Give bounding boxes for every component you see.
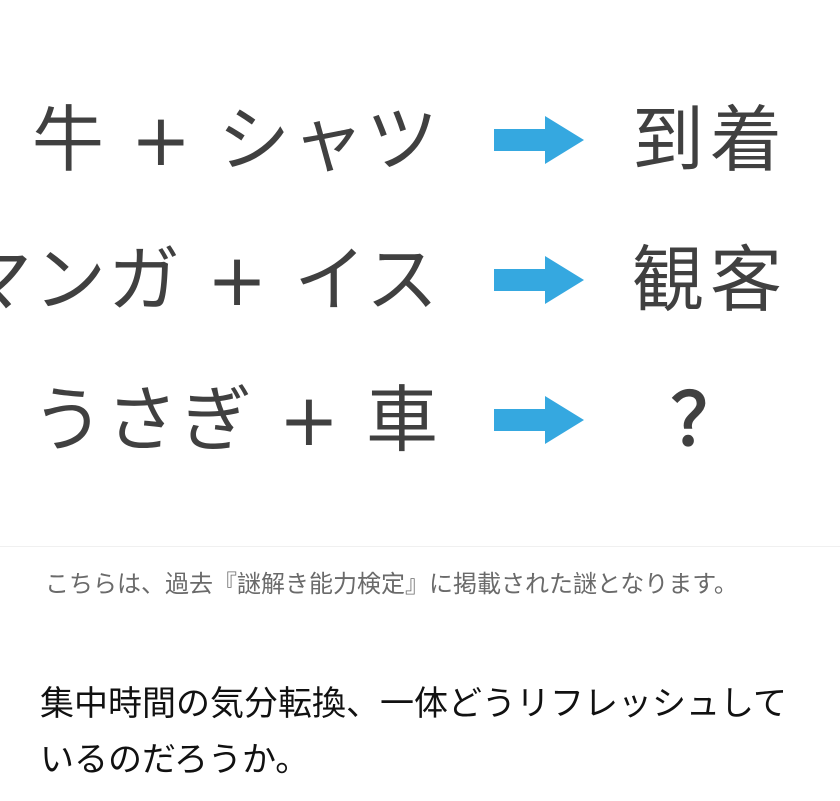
puzzle-row-3: うさぎ + 車 ？ [0, 370, 840, 470]
puzzle-image: 牛 + シャツ 到着 マンガ + イス 観客 うさぎ + 車 ？ [0, 90, 840, 547]
arrow-right-icon [494, 256, 584, 304]
puzzle-answer: 到着 [631, 98, 788, 182]
puzzle-row-2: マンガ + イス 観客 [0, 230, 840, 330]
arrow-right-icon [494, 396, 584, 444]
puzzle-clue: うさぎ + 車 [31, 378, 440, 462]
arrow-right-icon [494, 116, 584, 164]
article-paragraph: 集中時間の気分転換、一体どうリフレッシュしているのだろうか。 [40, 684, 787, 780]
puzzle-answer: 観客 [631, 238, 788, 322]
image-caption: こちらは、過去『謎解き能力検定』に掲載された謎となります。 [45, 570, 738, 598]
puzzle-clue: マンガ + イス [0, 238, 440, 322]
puzzle-row-1: 牛 + シャツ 到着 [0, 90, 840, 190]
puzzle-answer: ？ [670, 378, 749, 462]
puzzle-clue: 牛 + シャツ [31, 98, 440, 182]
